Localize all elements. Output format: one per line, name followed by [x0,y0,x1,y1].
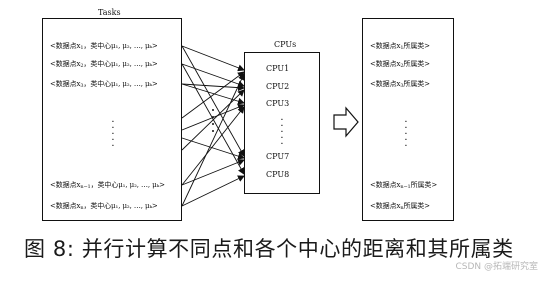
figure-caption: 图 8: 并行计算不同点和各个中心的距离和其所属类 [24,237,514,261]
arrow-taskn1-cpu7 [181,158,245,186]
hollow-arrow-icon [333,106,359,138]
arrow-taskn1-cpu3 [181,106,245,186]
cpu-ellipsis: ····· [280,115,284,150]
task-item-1: <数据点x1，类中心μ₁, μ₂, …, μₖ> [50,42,158,51]
tasks-label: Tasks [98,8,121,17]
result-ellipsis: ····· [404,117,408,152]
result-item-n: <数据点xn所属类> [370,202,430,211]
cpu-3: CPU3 [266,99,290,108]
result-item-n-1: <数据点xn−1所属类> [370,181,438,190]
cpu-1: CPU1 [266,64,290,73]
arrow-task2-cpu8 [181,63,245,175]
result-item-3: <数据点x3所属类> [370,80,430,89]
arrow-mid4-cpu2 [181,89,245,151]
arrow-mid3-cpu7 [181,137,245,160]
arrow-mid1-cpu1 [181,71,245,119]
cpus-label: CPUs [274,40,297,49]
arrow-taskn-cpu8 [181,175,245,207]
result-item-2: <数据点x2所属类> [370,60,430,69]
arrow-taskn-cpu1 [181,73,245,207]
arrow-task1-cpu1 [181,45,245,72]
cpu-2: CPU2 [266,82,290,91]
watermark: CSDN @拓端研究室 [455,262,538,272]
cpus-box [244,52,320,194]
arrow-task1-cpu7 [181,45,245,157]
task-ellipsis: ····· [111,117,115,152]
task-item-n: <数据点xn，类中心μ₁, μ₂, …, μₖ> [50,202,158,211]
result-item-1: <数据点x1所属类> [370,42,430,51]
results-box [362,18,454,221]
task-item-n-1: <数据点xn−1，类中心μ₁, μ₂, …, μₖ> [50,181,165,190]
arrow-task2-cpu2 [181,63,245,88]
task-item-2: <数据点x2，类中心μ₁, μ₂, …, μₖ> [50,60,158,69]
arrow-task3-cpu2 [181,83,245,92]
cpu-7: CPU7 [266,152,290,161]
task-item-3: <数据点x3，类中心μ₁, μ₂, …, μₖ> [50,80,158,89]
cpu-8: CPU8 [266,170,290,179]
tasks-box [42,18,182,221]
